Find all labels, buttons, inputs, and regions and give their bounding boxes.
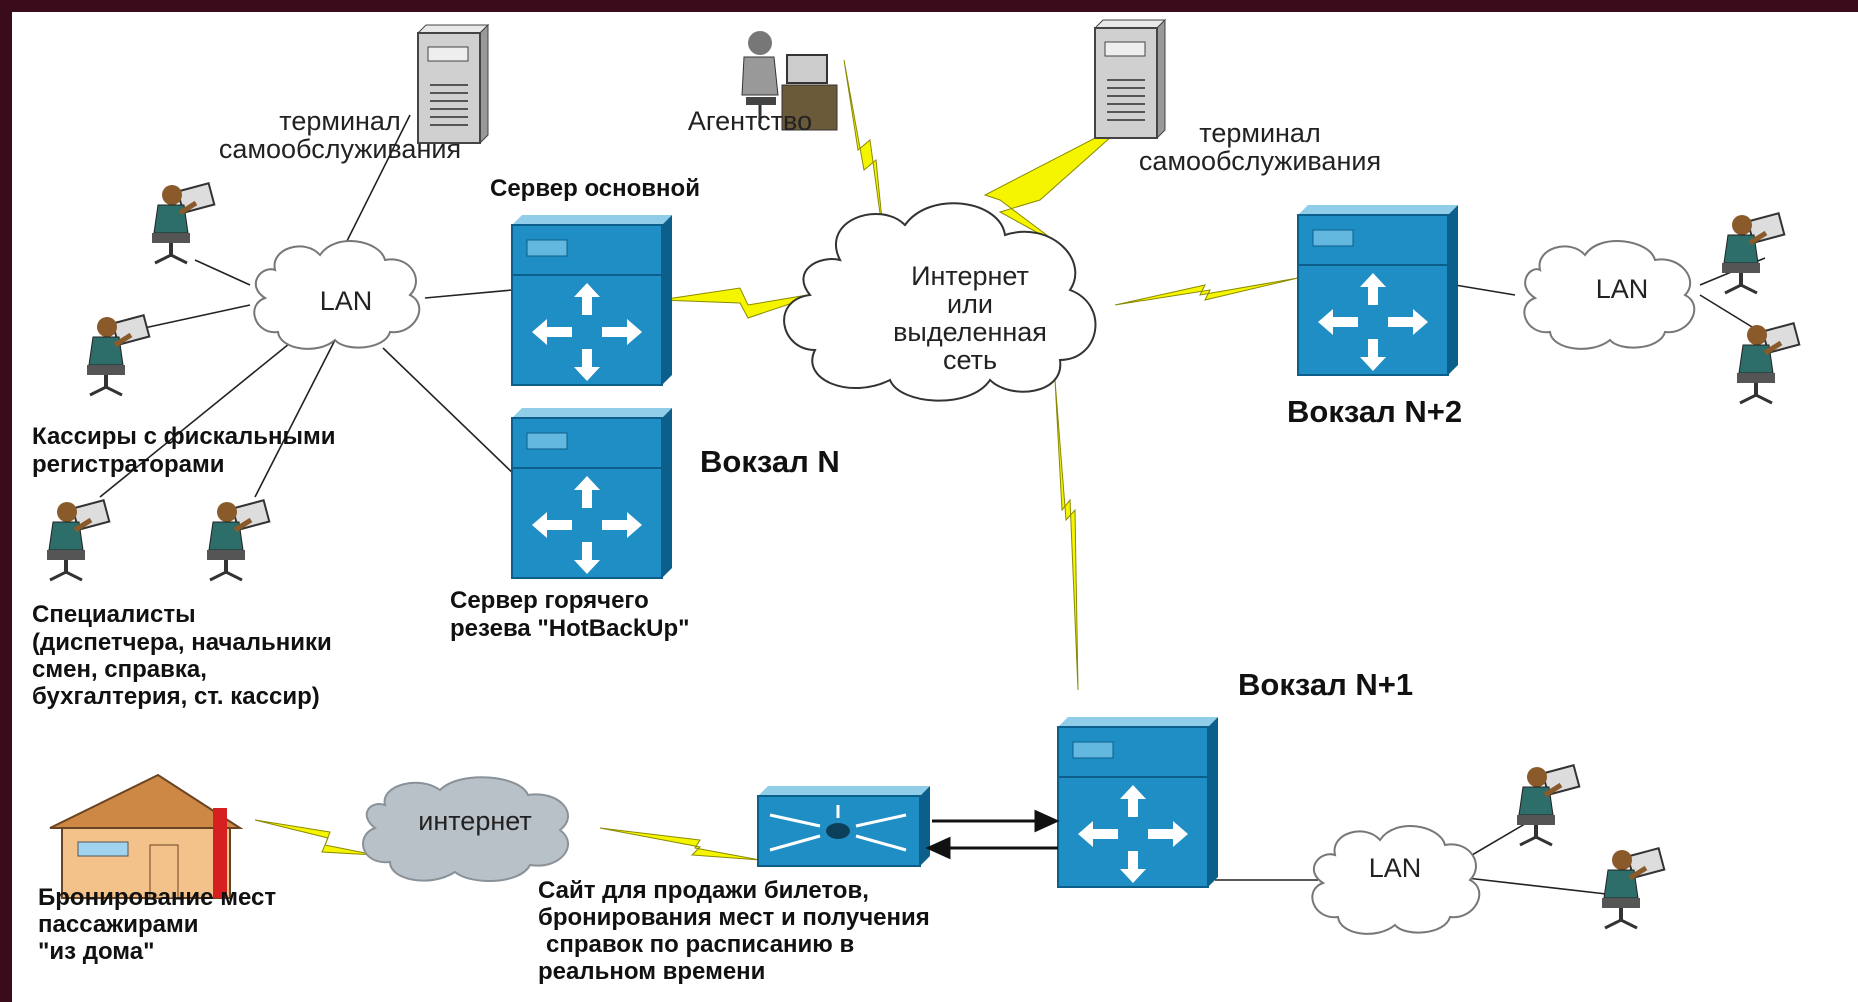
home-label-2: пассажирами xyxy=(38,911,198,938)
lan-bottom-label: LAN xyxy=(1369,853,1422,883)
main-server-label: Сервер основной xyxy=(490,175,700,202)
lan-cloud-bottom xyxy=(1311,825,1481,935)
specialists-label-3: смен, справка, xyxy=(32,656,207,683)
site-label-3: справок по расписанию в xyxy=(546,931,854,958)
lan-right-label: LAN xyxy=(1596,274,1649,304)
lan-cloud-left xyxy=(253,240,421,350)
home-label-3: "из дома" xyxy=(38,938,154,965)
cashiers-label-1: Кассиры с фискальными xyxy=(32,423,336,450)
site-server-arrows xyxy=(925,809,1060,860)
kiosk-left-label-1: терминал xyxy=(279,106,400,136)
site-label-4: реальном времени xyxy=(538,958,765,985)
lan-cloud-right xyxy=(1523,240,1696,350)
backup-server-label-2: резева "HotBackUp" xyxy=(450,615,690,642)
site-label-2: бронирования мест и получения xyxy=(538,904,930,931)
server-n1-icon xyxy=(1057,716,1219,888)
specialists-label-4: бухгалтерия, ст. кассир) xyxy=(32,683,320,710)
internet-small-cloud xyxy=(362,776,570,882)
kiosk-right-icon xyxy=(1094,19,1166,139)
website-server-icon xyxy=(757,786,930,867)
station-n-label: Вокзал N xyxy=(700,444,840,479)
station-n1-label: Вокзал N+1 xyxy=(1238,667,1413,702)
home-icon xyxy=(49,773,244,899)
specialist-2-icon xyxy=(207,500,269,580)
cashier-2-icon xyxy=(87,315,149,395)
cloud-label-1: Интернет xyxy=(911,261,1029,291)
cloud-label-3: выделенная xyxy=(893,317,1047,347)
user-n1-b-icon xyxy=(1602,848,1664,928)
backup-server-icon xyxy=(511,407,673,579)
cashiers-label-2: регистраторами xyxy=(32,451,224,478)
main-server-icon xyxy=(511,214,673,386)
cloud-label-4: сеть xyxy=(943,345,997,375)
cloud-label-2: или xyxy=(947,289,993,319)
kiosk-right-label-2: самообслуживания xyxy=(1139,146,1381,176)
site-label-1: Сайт для продажи билетов, xyxy=(538,877,869,904)
kiosk-right-label-1: терминал xyxy=(1199,118,1320,148)
server-n2-icon xyxy=(1297,204,1459,376)
specialists-label-1: Специалисты xyxy=(32,601,196,628)
agency-icon xyxy=(741,31,838,131)
lan-left-label: LAN xyxy=(320,286,373,316)
backup-server-label-1: Сервер горячего xyxy=(450,587,649,614)
agency-label: Агентство xyxy=(688,106,812,136)
user-n2-a-icon xyxy=(1722,213,1784,293)
diagram-canvas xyxy=(12,12,1858,1002)
cashier-1-icon xyxy=(152,183,214,263)
user-n2-b-icon xyxy=(1737,323,1799,403)
user-n1-a-icon xyxy=(1517,765,1579,845)
slide-frame xyxy=(0,0,1858,12)
home-label-1: Бронирование мест xyxy=(38,884,276,911)
kiosk-left-icon xyxy=(417,24,489,144)
specialist-1-icon xyxy=(47,500,109,580)
internet-cloud xyxy=(783,202,1097,402)
kiosk-left-label-2: самообслуживания xyxy=(219,134,461,164)
specialists-label-2: (диспетчера, начальники xyxy=(32,629,332,656)
station-n2-label: Вокзал N+2 xyxy=(1287,394,1462,429)
internet-small-label: интернет xyxy=(418,806,531,836)
